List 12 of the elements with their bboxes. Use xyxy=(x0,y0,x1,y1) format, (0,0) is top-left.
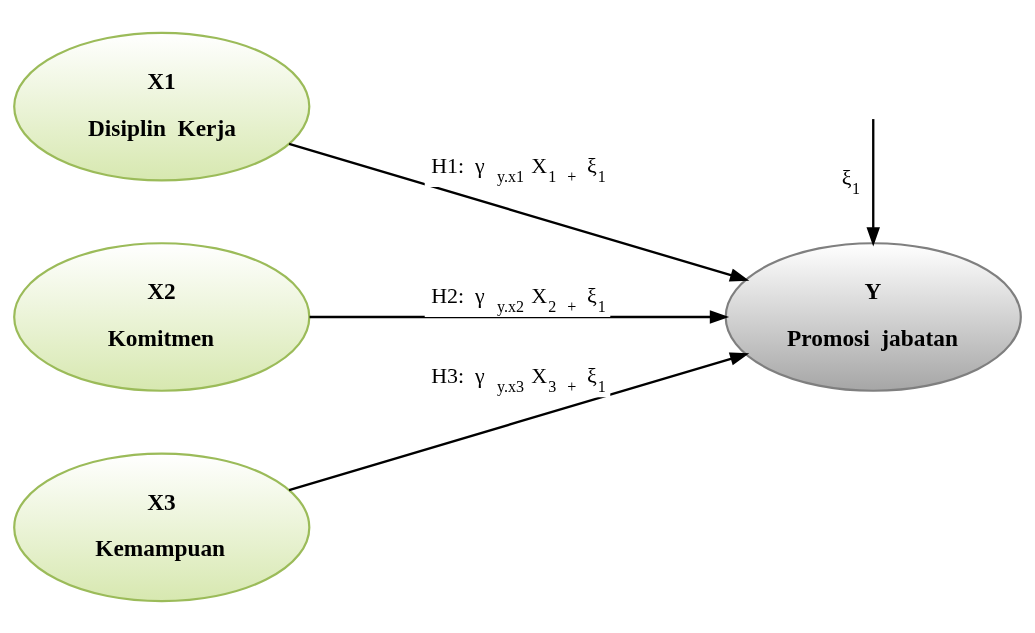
edge-label: H2: γ $_{y.x2}$ X$_{2}$ $_{+}$ ξ$_{1}$ xyxy=(431,282,606,315)
arrow xyxy=(309,309,730,324)
edge-label: H3: γ $_{y.x3}$ X$_{3}$ $_{+}$ ξ$_{1}$ xyxy=(431,362,606,395)
node-ellipse: X3 Kemampuan xyxy=(13,452,311,602)
node-ellipse: Y Promosi jabatan xyxy=(724,241,1022,392)
arrow xyxy=(288,351,750,491)
edge-label: H1: γ $_{y.x1}$ X$_{1}$ $_{+}$ ξ$_{1}$ xyxy=(431,152,606,185)
arrow xyxy=(866,118,880,247)
arrow xyxy=(288,142,750,282)
node-ellipse: X1 Disiplin Kerja xyxy=(13,31,311,181)
edge-label: ξ$_{1}$ xyxy=(841,164,861,197)
node-ellipse: X2 Komitmen xyxy=(13,241,311,392)
